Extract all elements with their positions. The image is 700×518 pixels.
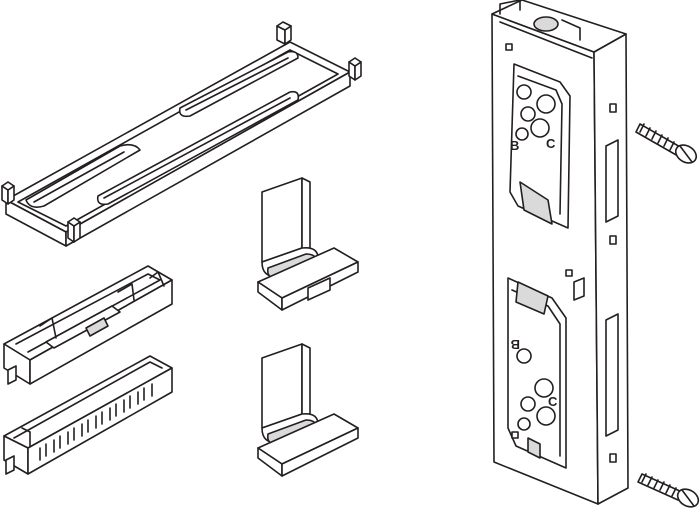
angle-bracket-lower: [257, 343, 359, 477]
comb-strip-lower: [3, 355, 173, 475]
clip-strip-upper: [3, 265, 173, 385]
screw-upper: [635, 123, 698, 164]
marking-c-upper: C: [546, 136, 556, 151]
marking-b-lower: B: [511, 337, 520, 352]
angle-bracket-upper: [257, 177, 359, 311]
screw-lower: [637, 473, 700, 508]
marking-b-upper: B: [510, 138, 519, 153]
slotted-base-plate: [1, 21, 362, 247]
tall-lock-housing: B C B C: [491, 0, 629, 505]
marking-c-lower: C: [548, 394, 558, 409]
